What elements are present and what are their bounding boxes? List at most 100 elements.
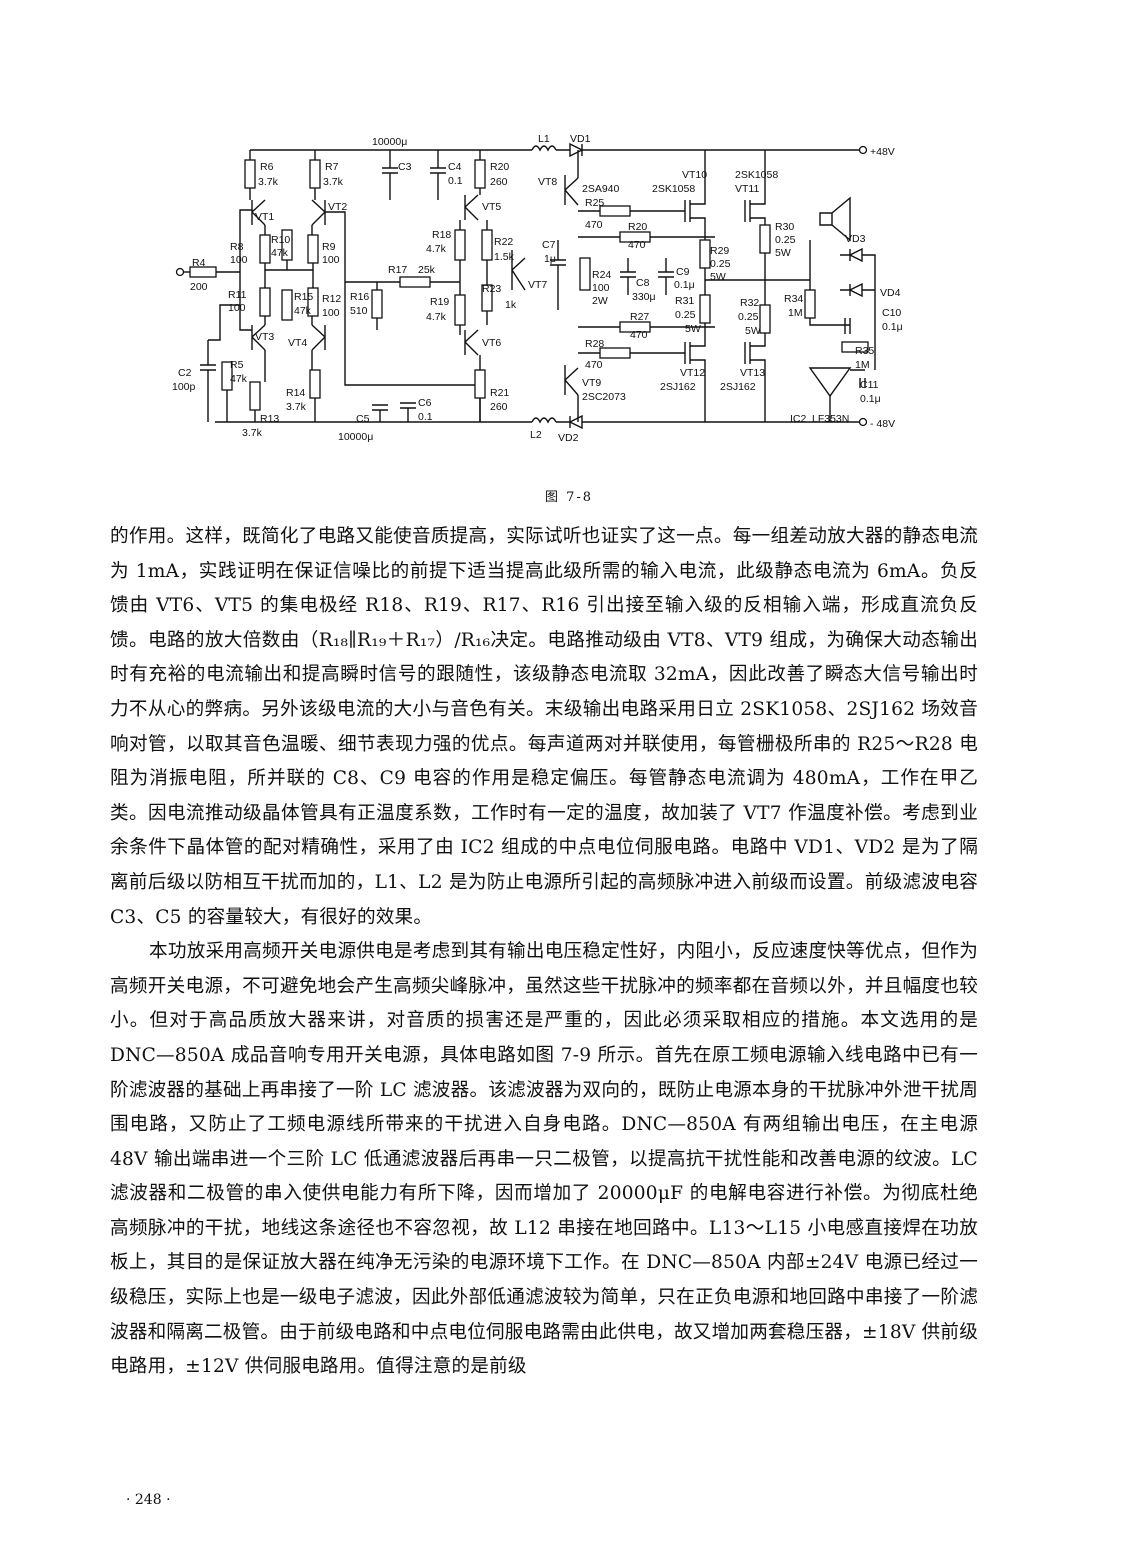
fet-vt11 <box>744 190 766 230</box>
resistor-r18 <box>454 229 466 261</box>
label-r6: R6 <box>260 161 274 173</box>
label-vt10: VT10 <box>682 169 707 181</box>
label-vt5: VT5 <box>482 201 501 213</box>
label-vt8-type: 2SA940 <box>582 183 620 195</box>
label-r20b: R20 <box>628 221 647 233</box>
capacitor-c4 <box>430 150 446 200</box>
capacitor-c7 <box>550 240 566 310</box>
label-r24-pwr: 2W <box>592 295 608 307</box>
label-c5-val: 10000μ <box>338 431 373 443</box>
resistor-r28 <box>599 347 631 359</box>
label-r24: R24 <box>592 269 611 281</box>
capacitor-c9 <box>658 258 674 295</box>
schematic-labels: 10000μ C3 C4 0.1 L1 VD1 +48V R6 3.7k R7 … <box>172 133 903 444</box>
fet-vt12 <box>684 335 706 375</box>
paragraph-2: 本功放采用高频开关电源供电是考虑到其有输出电压稳定性好，内阻小，反应速度快等优点… <box>110 941 978 1378</box>
positive-terminal <box>858 145 868 155</box>
label-r12-val: 100 <box>322 307 340 319</box>
label-r24-val: 100 <box>592 282 610 294</box>
label-vt1: VT1 <box>255 211 274 223</box>
label-r14: R14 <box>286 387 305 399</box>
label-r30-val: 0.25 <box>775 234 796 246</box>
figure-caption: 图 7-8 <box>544 490 594 505</box>
circuit-schematic: 10000μ C3 C4 0.1 L1 VD1 +48V R6 3.7k R7 … <box>172 133 903 444</box>
label-vt11: VT11 <box>735 183 759 195</box>
resistor-r21 <box>474 369 486 399</box>
label-r8: R8 <box>230 241 244 253</box>
label-vd4: VD4 <box>880 287 901 299</box>
fet-vt13 <box>744 335 766 375</box>
label-c10-val: 0.1μ <box>882 321 903 333</box>
label-r29: R29 <box>710 245 729 257</box>
output-stage <box>550 150 810 422</box>
resistor-r29 <box>699 239 711 269</box>
label-r29-val: 0.25 <box>710 258 731 270</box>
label-c10: C10 <box>882 307 901 319</box>
label-c5: C5 <box>356 413 370 425</box>
resistor-r35 <box>841 341 869 353</box>
label-c7: C7 <box>542 239 556 251</box>
label-vt13: VT13 <box>740 367 765 379</box>
paragraph-1: 的作用。这样，既简化了电路又能使音质提高，实际试听也证实了这一点。每一组差动放大… <box>110 526 978 928</box>
label-vt4: VT4 <box>288 337 307 349</box>
fet-vt10 <box>684 190 706 230</box>
label-r22-val: 1.5k <box>494 251 515 263</box>
label-r12: R12 <box>322 293 341 305</box>
page-number: · 248 · <box>126 1492 171 1508</box>
label-minus48: - 48V <box>870 418 895 430</box>
label-c6: C6 <box>418 397 432 409</box>
transistor-vt1 <box>251 199 266 226</box>
label-vt6: VT6 <box>482 337 501 349</box>
label-r9-val: 100 <box>322 254 340 266</box>
label-r10: R10 <box>271 234 290 246</box>
label-c7-val: 1μ <box>544 253 556 265</box>
inductor-l2 <box>531 417 557 424</box>
label-c8: C8 <box>636 277 650 289</box>
resistor-r32 <box>759 304 771 334</box>
label-r15-val: 47k <box>294 305 312 317</box>
resistor-r9 <box>307 234 319 264</box>
label-r23: R23 <box>482 283 501 295</box>
label-r30: R30 <box>775 221 794 233</box>
label-c9-val: 0.1μ <box>674 279 695 291</box>
label-r20a: R20 <box>490 161 509 173</box>
resistor-r34 <box>804 289 816 319</box>
label-r11: R11 <box>228 289 247 301</box>
label-vd2: VD2 <box>558 432 579 444</box>
label-vt12: VT12 <box>680 367 705 379</box>
label-r14-val: 3.7k <box>286 401 307 413</box>
transistor-vt7 <box>511 250 526 291</box>
resistor-r11 <box>259 287 271 317</box>
label-vt7: VT7 <box>528 279 547 291</box>
label-vt10-type: 2SK1058 <box>652 183 695 195</box>
label-r17-val: 25k <box>418 264 436 276</box>
label-r29-pwr: 5W <box>710 271 726 283</box>
resistor-r13 <box>249 381 261 411</box>
label-r19-val: 4.7k <box>426 311 447 323</box>
label-r28: R28 <box>585 338 604 350</box>
diode-vd4 <box>848 282 863 298</box>
label-r18: R18 <box>432 229 451 241</box>
label-vd3: VD3 <box>845 233 866 245</box>
resistor-r16 <box>371 289 383 319</box>
label-r9: R9 <box>322 241 336 253</box>
label-r18-val: 4.7k <box>426 243 447 255</box>
resistor-r6 <box>244 159 256 189</box>
diode-vd3 <box>848 247 863 263</box>
label-r34-val: 1M <box>788 307 803 319</box>
transistor-vt8 <box>564 175 579 206</box>
resistor-r30 <box>759 224 771 254</box>
label-r5: R5 <box>230 359 244 371</box>
resistor-r8 <box>259 234 271 264</box>
transistor-vt2 <box>311 199 326 226</box>
label-r31-pwr: 5W <box>685 323 701 335</box>
transistor-vt9 <box>564 365 579 396</box>
label-r35-val: 1M <box>855 359 870 371</box>
label-r10-val: 47k <box>271 247 289 259</box>
transistor-vt6 <box>464 329 479 356</box>
label-r22: R22 <box>494 236 513 248</box>
input-stage <box>175 150 481 422</box>
label-vt8: VT8 <box>538 176 557 188</box>
label-r8-val: 100 <box>230 254 248 266</box>
capacitor-c10 <box>844 318 851 334</box>
